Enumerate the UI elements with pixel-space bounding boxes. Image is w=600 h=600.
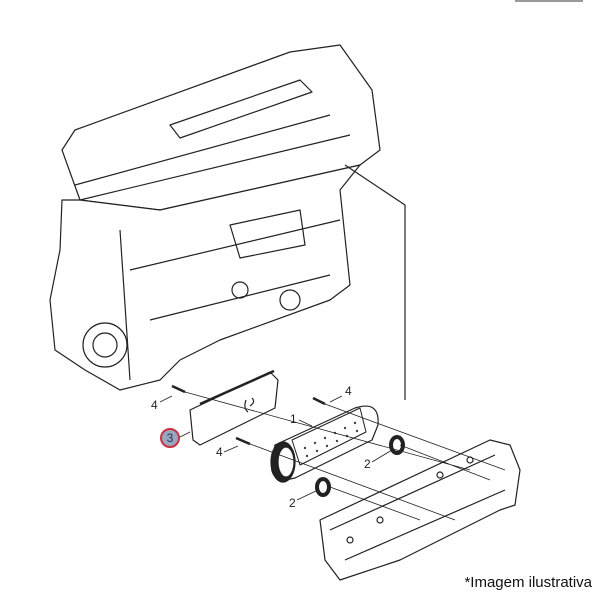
leader-lines — [159, 391, 506, 521]
callout-bolt-4: 4 — [216, 445, 223, 459]
bolts-part-4 — [171, 384, 326, 446]
cooler-housing — [319, 439, 521, 581]
callout-bolt-4: 4 — [345, 384, 352, 398]
callout-seal-2: 2 — [364, 457, 371, 471]
callout-oil-cooler-1: 1 — [290, 412, 297, 426]
gasket-cover-part-3 — [189, 369, 279, 446]
engine-block — [49, 164, 406, 400]
callout-seal-2: 2 — [289, 496, 296, 510]
callout-gasket-cover-3-highlighted[interactable]: 3 — [160, 428, 180, 448]
oil-cooler-part-1 — [270, 405, 379, 483]
illustrative-image-caption: *Imagem ilustrativa — [464, 574, 592, 591]
seals-part-2 — [315, 435, 405, 497]
top-divider — [515, 0, 583, 2]
callout-bolt-4: 4 — [151, 398, 158, 412]
